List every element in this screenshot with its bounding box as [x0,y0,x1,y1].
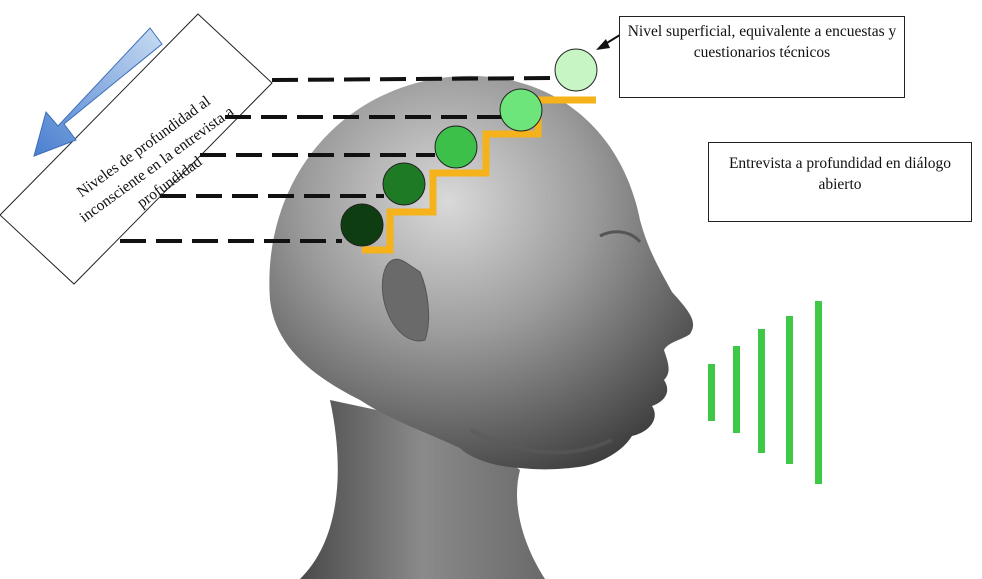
open-interview-text: Entrevista a profundidad en diálogo abie… [729,155,951,193]
level-circle-deepest [341,204,383,246]
sound-bar-5 [815,301,822,484]
guide-line-1 [272,78,556,80]
surface-level-callout: Nivel superficial, equivalente a encuest… [619,16,905,98]
sound-wave-icon [708,301,822,484]
level-circle-3 [435,126,477,168]
level-circle-surface [555,49,597,91]
level-circle-4 [383,163,425,205]
surface-level-text: Nivel superficial, equivalente a encuest… [628,23,897,61]
sound-bar-3 [758,329,765,453]
level-circle-2 [500,89,542,131]
open-interview-callout: Entrevista a profundidad en diálogo abie… [708,142,972,222]
sound-bar-4 [786,316,793,464]
sound-bar-1 [708,364,715,421]
sound-bar-2 [733,346,740,433]
pointer-arrowhead-icon [596,39,610,50]
head-icon [269,76,693,579]
depth-label-text: Niveles de profundidad al inconsciente e… [56,79,258,251]
